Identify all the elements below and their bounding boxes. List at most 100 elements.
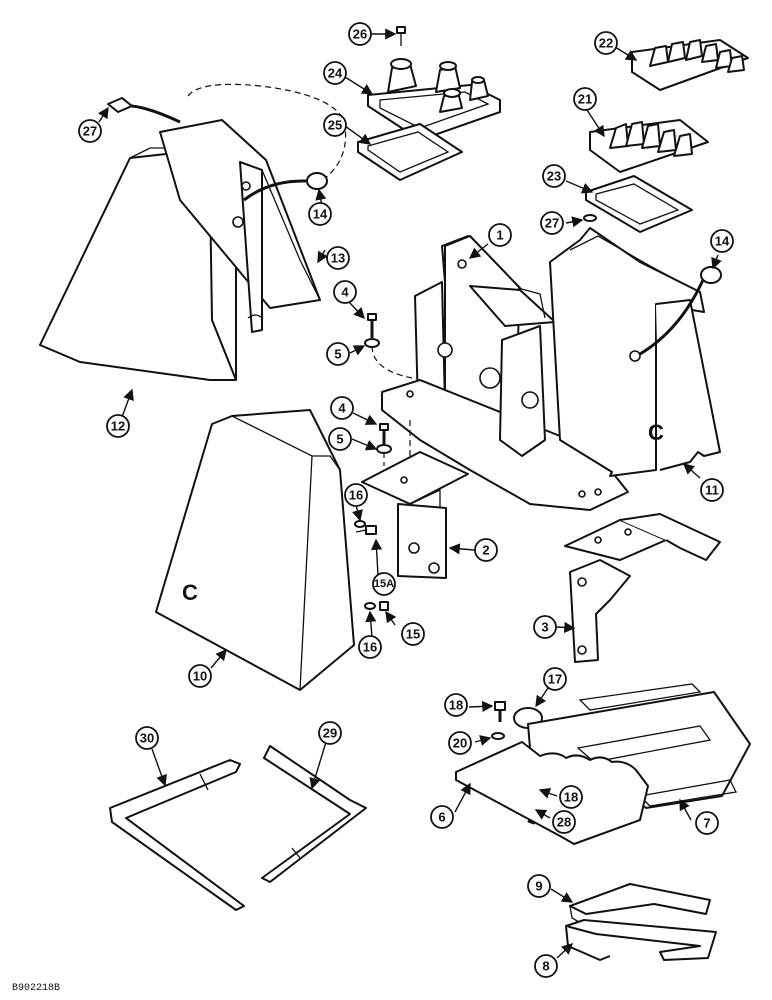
wire-route xyxy=(187,83,347,183)
callout-29: 29 xyxy=(318,721,342,745)
callout-6: 6 xyxy=(430,805,454,829)
svg-text:6: 6 xyxy=(438,810,445,825)
clip-27-left xyxy=(107,97,181,124)
front-cover-10: C xyxy=(155,409,355,691)
svg-text:4: 4 xyxy=(338,401,346,416)
panel-mark-front: C xyxy=(182,580,198,605)
callout-4-lower: 4 xyxy=(330,396,354,420)
svg-text:26: 26 xyxy=(353,27,367,42)
boot-strip-21 xyxy=(589,119,709,173)
svg-text:13: 13 xyxy=(331,251,345,266)
callout-30: 30 xyxy=(135,726,159,750)
svg-text:20: 20 xyxy=(453,736,467,751)
svg-text:25: 25 xyxy=(328,118,342,133)
callout-22: 22 xyxy=(594,31,618,55)
svg-text:15A: 15A xyxy=(374,578,394,590)
channel-8 xyxy=(565,919,717,961)
frame-13 xyxy=(159,119,321,333)
svg-text:28: 28 xyxy=(557,815,571,830)
bolt-4-upper xyxy=(364,313,413,379)
svg-text:22: 22 xyxy=(599,36,613,51)
svg-text:8: 8 xyxy=(542,959,549,974)
callout-27-left: 27 xyxy=(78,119,102,143)
console-shell-11: C xyxy=(549,214,721,477)
svg-text:29: 29 xyxy=(323,726,337,741)
callout-14-right: 14 xyxy=(710,229,734,253)
gasket-25 xyxy=(357,123,463,181)
svg-text:16: 16 xyxy=(363,640,377,655)
svg-text:21: 21 xyxy=(578,92,592,107)
bracket-3 xyxy=(564,513,721,663)
boot-strip-22 xyxy=(631,39,749,91)
svg-text:18: 18 xyxy=(449,698,463,713)
svg-text:16: 16 xyxy=(349,488,363,503)
callout-5-upper: 5 xyxy=(326,342,350,366)
callout-18-upper: 18 xyxy=(444,693,468,717)
svg-text:15: 15 xyxy=(406,627,420,642)
svg-text:27: 27 xyxy=(545,216,559,231)
callout-25: 25 xyxy=(323,113,347,137)
drawing-code: B902218B xyxy=(12,983,60,994)
callout-24: 24 xyxy=(323,61,347,85)
callout-20: 20 xyxy=(448,731,472,755)
callout-18-lower: 18 xyxy=(559,785,583,809)
bolt-4-lower xyxy=(376,420,411,466)
callouts xyxy=(97,28,722,959)
svg-text:14: 14 xyxy=(313,207,328,222)
callout-16-lower: 16 xyxy=(358,635,382,659)
boot-plate-24 xyxy=(367,58,501,141)
grommet-14-right xyxy=(639,266,722,356)
callout-9: 9 xyxy=(527,874,551,898)
svg-text:27: 27 xyxy=(83,124,97,139)
svg-text:23: 23 xyxy=(547,169,561,184)
callout-12: 12 xyxy=(106,414,130,438)
svg-text:9: 9 xyxy=(535,879,542,894)
callout-13: 13 xyxy=(326,246,350,270)
svg-text:11: 11 xyxy=(705,483,719,498)
floor-plate-6 xyxy=(455,741,649,845)
callout-11: 11 xyxy=(700,478,724,502)
svg-text:1: 1 xyxy=(496,228,503,243)
gasket-23 xyxy=(585,175,693,233)
svg-text:7: 7 xyxy=(703,816,710,831)
svg-text:2: 2 xyxy=(482,543,489,558)
callout-3: 3 xyxy=(533,615,557,639)
svg-text:14: 14 xyxy=(715,234,730,249)
callout-2: 2 xyxy=(474,538,498,562)
callout-15: 15 xyxy=(401,622,425,646)
callout-17: 17 xyxy=(543,667,567,691)
seal-strip-30 xyxy=(109,759,245,911)
screw-26 xyxy=(396,26,406,46)
callout-8: 8 xyxy=(534,954,558,978)
console-frame-1 xyxy=(381,235,629,511)
seal-strip-29 xyxy=(261,745,367,883)
callout-28: 28 xyxy=(552,810,576,834)
callout-27-right: 27 xyxy=(540,211,564,235)
panel-mark-right: C xyxy=(648,420,664,445)
svg-text:3: 3 xyxy=(541,620,548,635)
callout-23: 23 xyxy=(542,164,566,188)
svg-text:10: 10 xyxy=(193,669,207,684)
callout-4-upper: 4 xyxy=(333,280,357,304)
svg-text:24: 24 xyxy=(328,66,343,81)
callout-15a: 15A xyxy=(372,572,396,596)
svg-text:30: 30 xyxy=(140,731,154,746)
hardware-15-16 xyxy=(354,520,389,611)
callout-7: 7 xyxy=(695,811,719,835)
svg-text:5: 5 xyxy=(334,347,341,362)
callout-14-left: 14 xyxy=(308,202,332,226)
svg-text:18: 18 xyxy=(564,790,578,805)
callout-1: 1 xyxy=(488,223,512,247)
callout-26: 26 xyxy=(348,22,372,46)
svg-text:17: 17 xyxy=(548,672,562,687)
callout-5-lower: 5 xyxy=(328,427,352,451)
bracket-2 xyxy=(361,451,469,579)
callout-16-upper: 16 xyxy=(344,483,368,507)
callout-21: 21 xyxy=(573,87,597,111)
callout-10: 10 xyxy=(188,664,212,688)
svg-text:12: 12 xyxy=(111,419,125,434)
svg-text:4: 4 xyxy=(341,285,349,300)
callout-badges: 1 2 3 4 4 5 5 6 7 8 9 10 11 12 13 14 14 … xyxy=(78,22,734,978)
